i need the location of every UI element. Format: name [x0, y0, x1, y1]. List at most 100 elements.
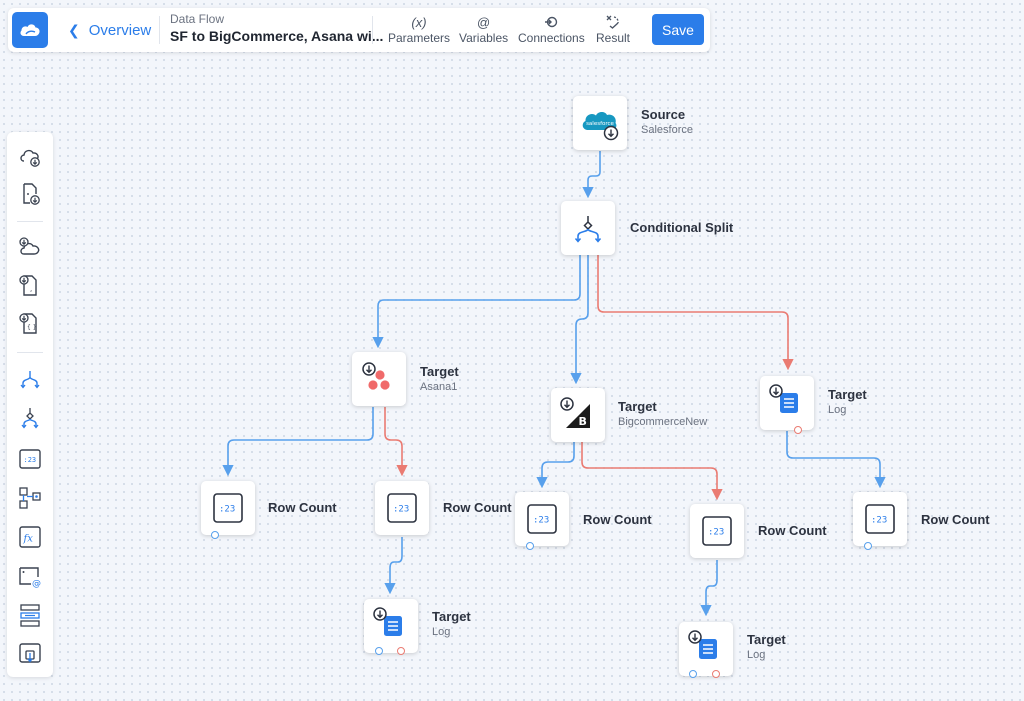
svg-text::23: :23: [219, 505, 235, 515]
node-subtitle: Log: [432, 626, 451, 638]
node-target-log[interactable]: [679, 622, 733, 676]
node-label-target-log: Target Log: [747, 631, 786, 663]
expression-icon[interactable]: fx: [17, 524, 43, 550]
parameters-icon: (x): [411, 15, 427, 30]
top-toolbar: ❮ Overview Data Flow SF to BigCommerce, …: [8, 8, 710, 52]
node-subtitle: Log: [828, 404, 847, 416]
result-button[interactable]: Result: [596, 14, 630, 45]
node-title: Target: [420, 364, 459, 379]
svg-text:{ }: { }: [27, 324, 37, 331]
file-download-icon[interactable]: [17, 181, 43, 207]
conditional-split-icon: [574, 216, 602, 243]
error-output-port[interactable]: [397, 647, 405, 655]
node-source-salesforce[interactable]: salesforce: [573, 96, 627, 150]
svg-text::23: :23: [708, 528, 724, 538]
node-row-count[interactable]: :23: [690, 504, 744, 558]
variables-icon: @: [476, 15, 491, 30]
error-output-port[interactable]: [712, 670, 720, 678]
variables-button[interactable]: @ Variables: [459, 14, 508, 45]
node-target-bigcommerce[interactable]: B: [551, 388, 605, 442]
node-title: Row Count: [921, 512, 990, 527]
node-target-log[interactable]: [364, 599, 418, 653]
node-label-target-asana: Target Asana1: [420, 363, 459, 395]
save-button[interactable]: Save: [652, 14, 704, 45]
bigcommerce-icon: B: [560, 397, 590, 428]
node-subtitle: Asana1: [420, 381, 458, 393]
log-icon: [769, 384, 798, 413]
svg-text::23: :23: [24, 456, 37, 464]
cloud-source-icon[interactable]: [17, 234, 43, 260]
svg-text:,: ,: [30, 285, 32, 293]
svg-text::23: :23: [871, 516, 887, 526]
target-icon[interactable]: [17, 641, 43, 667]
cloud-logo-icon: [20, 24, 40, 36]
node-row-count[interactable]: :23: [853, 492, 907, 546]
node-row-count[interactable]: :23: [515, 492, 569, 546]
node-label-target-log: Target Log: [432, 608, 471, 640]
edge-bigcommerce-rowcount3: [536, 442, 575, 489]
node-subtitle: Log: [747, 649, 766, 661]
svg-text:B: B: [579, 415, 587, 428]
mail-icon[interactable]: @: [17, 563, 43, 589]
node-conditional-split[interactable]: [561, 201, 615, 255]
result-icon: [606, 15, 619, 29]
flow-title-block: Data Flow SF to BigCommerce, Asana wi...: [170, 12, 383, 46]
node-row-count[interactable]: :23: [201, 481, 255, 535]
node-label-source: Source Salesforce: [641, 106, 693, 138]
chevron-left-icon: ❮: [68, 21, 80, 38]
node-target-asana[interactable]: [352, 352, 406, 406]
node-subtitle: Salesforce: [641, 124, 693, 136]
csv-file-icon[interactable]: ,: [17, 273, 43, 299]
edge-asana-rowcount2: [384, 407, 408, 477]
output-port[interactable]: [211, 531, 219, 539]
conditional-split-icon[interactable]: [17, 406, 43, 432]
node-title: Target: [747, 632, 786, 647]
node-target-log-right[interactable]: [760, 376, 814, 430]
edge-rowcount2-log1: [384, 537, 403, 595]
row-count-icon: :23: [387, 493, 417, 523]
error-output-port[interactable]: [794, 426, 802, 434]
output-port[interactable]: [864, 542, 872, 550]
node-title: Row Count: [268, 500, 337, 515]
node-title: Row Count: [758, 523, 827, 538]
connections-label: Connections: [518, 31, 585, 45]
lookup-icon[interactable]: [17, 485, 43, 511]
node-title: Target: [828, 387, 867, 402]
overview-back-link[interactable]: ❮ Overview: [68, 8, 151, 52]
result-label: Result: [596, 31, 631, 45]
palette-divider: [17, 352, 43, 353]
connections-button[interactable]: Connections: [518, 14, 585, 45]
buffer-icon[interactable]: [17, 602, 43, 628]
divider: [159, 16, 160, 44]
node-label-row-count: Row Count: [758, 522, 827, 539]
node-label-target-log-right: Target Log: [828, 386, 867, 418]
output-port[interactable]: [375, 647, 383, 655]
row-count-icon[interactable]: :23: [17, 446, 43, 472]
divider: [372, 16, 373, 44]
row-count-icon: :23: [213, 493, 243, 523]
parameters-button[interactable]: (x) Parameters: [388, 14, 450, 45]
node-row-count[interactable]: :23: [375, 481, 429, 535]
node-title: Source: [641, 107, 686, 122]
app-logo-button[interactable]: [12, 12, 48, 48]
component-palette: , { } :23 fx @: [7, 132, 53, 677]
edge-asana-rowcount1: [222, 407, 374, 477]
edge-log-rowcount5: [786, 431, 886, 489]
output-port[interactable]: [689, 670, 697, 678]
svg-text:@: @: [32, 579, 41, 589]
palette-divider: [17, 221, 43, 222]
node-label-split: Conditional Split: [630, 219, 733, 236]
json-file-icon[interactable]: { }: [17, 311, 43, 337]
node-title: Row Count: [443, 500, 512, 515]
cloud-download-icon[interactable]: [17, 144, 43, 170]
node-label-row-count: Row Count: [443, 499, 512, 516]
split-icon[interactable]: [17, 367, 43, 393]
flow-name: SF to BigCommerce, Asana wi...: [170, 28, 384, 44]
node-title: Target: [432, 609, 471, 624]
node-label-row-count: Row Count: [583, 511, 652, 528]
flow-type-label: Data Flow: [170, 12, 225, 26]
output-port[interactable]: [526, 542, 534, 550]
edge-split-bigcommerce: [570, 255, 589, 385]
log-icon: [373, 607, 402, 636]
